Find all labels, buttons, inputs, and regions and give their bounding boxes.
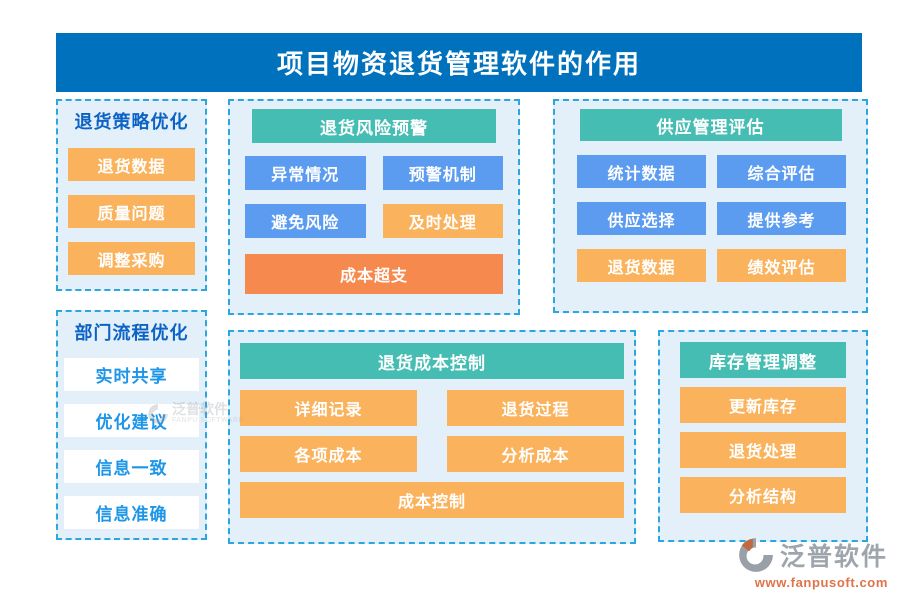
feature-tag-statistics-data: 统计数据 xyxy=(577,155,706,188)
panel-header: 退货风险预警 xyxy=(252,109,496,143)
brand-footer: 泛普软件 www.fanpusoft.com xyxy=(737,536,888,590)
brand-url: www.fanpusoft.com xyxy=(754,575,888,590)
feature-tag-analyze-costs: 分析成本 xyxy=(447,436,624,472)
panel-header: 退货成本控制 xyxy=(240,343,624,379)
feature-tag-cost-overrun: 成本超支 xyxy=(245,254,503,294)
feature-tag-quality-issues: 质量问题 xyxy=(68,195,195,228)
page-title: 项目物资退货管理软件的作用 xyxy=(56,33,862,92)
feature-tag-itemized-costs: 各项成本 xyxy=(240,436,417,472)
panel-department-process-optimization: 部门流程优化 实时共享 优化建议 信息一致 信息准确 xyxy=(56,310,207,540)
feature-tag-adjust-procurement: 调整采购 xyxy=(68,242,195,275)
feature-tag-avoid-risk: 避免风险 xyxy=(245,204,366,238)
feature-tag-return-process: 退货过程 xyxy=(447,390,624,426)
panel-inventory-management-adjustment: 库存管理调整 更新库存 退货处理 分析结构 xyxy=(658,330,868,542)
tag-grid: 详细记录 退货过程 各项成本 分析成本 xyxy=(240,390,624,472)
brand-name: 泛普软件 xyxy=(779,543,888,571)
panel-return-risk-warning: 退货风险预警 异常情况 预警机制 避免风险 及时处理 成本超支 xyxy=(228,99,520,315)
feature-tag-info-accuracy: 信息准确 xyxy=(64,496,199,529)
feature-tag-cost-control: 成本控制 xyxy=(240,482,624,518)
feature-tag-abnormal-situations: 异常情况 xyxy=(245,156,366,190)
feature-tag-return-data: 退货数据 xyxy=(68,148,195,181)
tag-grid: 异常情况 预警机制 避免风险 及时处理 xyxy=(245,156,503,238)
panel-header: 库存管理调整 xyxy=(680,342,846,378)
feature-tag-optimization-advice: 优化建议 xyxy=(64,404,199,437)
feature-tag-return-handling: 退货处理 xyxy=(680,432,846,468)
feature-tag-realtime-sharing: 实时共享 xyxy=(64,358,199,391)
feature-tag-provide-reference: 提供参考 xyxy=(717,202,846,235)
feature-tag-info-consistency: 信息一致 xyxy=(64,450,199,483)
panel-title: 部门流程优化 xyxy=(74,323,189,343)
feature-tag-supplier-selection: 供应选择 xyxy=(577,202,706,235)
panel-return-strategy-optimization: 退货策略优化 退货数据 质量问题 调整采购 xyxy=(56,99,207,291)
fanpu-logo-icon xyxy=(739,538,773,572)
tag-grid: 统计数据 综合评估 供应选择 提供参考 退货数据 绩效评估 xyxy=(577,155,846,282)
feature-tag-performance-evaluation: 绩效评估 xyxy=(717,249,846,282)
panel-supplier-management-evaluation: 供应管理评估 统计数据 综合评估 供应选择 提供参考 退货数据 绩效评估 xyxy=(553,99,868,313)
feature-tag-comprehensive-evaluation: 综合评估 xyxy=(717,155,846,188)
feature-tag-warning-mechanism: 预警机制 xyxy=(382,156,503,190)
feature-tag-detailed-records: 详细记录 xyxy=(240,390,417,426)
feature-tag-update-inventory: 更新库存 xyxy=(680,387,846,423)
feature-tag-analyze-structure: 分析结构 xyxy=(680,477,846,513)
feature-tag-return-data: 退货数据 xyxy=(577,249,706,282)
panel-return-cost-control: 退货成本控制 详细记录 退货过程 各项成本 分析成本 成本控制 xyxy=(228,330,636,544)
panel-title: 退货策略优化 xyxy=(74,112,189,132)
panel-header: 供应管理评估 xyxy=(579,109,842,141)
feature-tag-timely-handling: 及时处理 xyxy=(382,204,503,238)
